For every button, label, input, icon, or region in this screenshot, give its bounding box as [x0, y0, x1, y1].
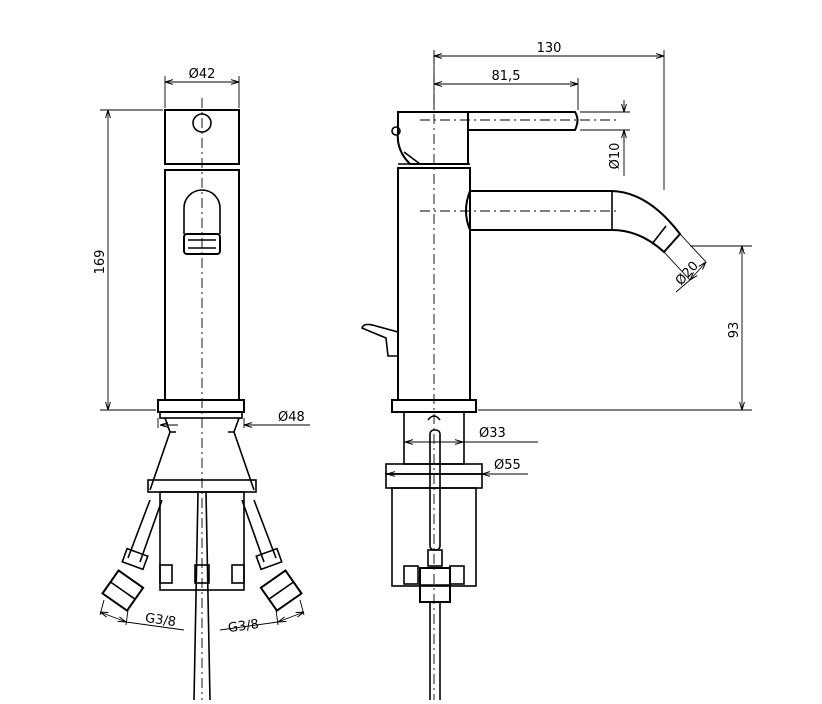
- dim-shank-diameter: Ø33: [479, 426, 506, 441]
- side-view: 130 81,5 Ø10 Ø20 93 Ø33 Ø55: [361, 41, 752, 700]
- front-mounting-nut: [159, 491, 245, 591]
- front-base-seal: [159, 411, 243, 419]
- dim-lever-length: 81,5: [492, 69, 521, 84]
- dim-thread-right: G3/8: [227, 617, 260, 636]
- front-view: Ø42 169 Ø48 G3/8 G3/8: [93, 67, 310, 701]
- side-lever-arm: [468, 111, 579, 131]
- side-hex-nut: [419, 567, 451, 603]
- dim-spout-height: 93: [727, 322, 742, 339]
- dim-height: 169: [93, 250, 108, 275]
- side-spout: [470, 190, 682, 254]
- side-mounting-nut: [391, 487, 477, 587]
- front-spout-opening: [183, 189, 221, 234]
- front-base-ring: [157, 399, 245, 413]
- dim-base-diameter: Ø48: [278, 410, 305, 425]
- dim-thread-left: G3/8: [144, 611, 177, 630]
- dim-spout-diameter: Ø20: [673, 259, 702, 289]
- side-popup-rod: [361, 323, 399, 357]
- dim-total-length: 130: [537, 41, 562, 56]
- dim-top-diameter: Ø42: [189, 67, 216, 82]
- front-aerator: [183, 233, 221, 255]
- dim-nut-diameter: Ø55: [494, 458, 521, 473]
- front-hose-right: [241, 499, 277, 563]
- front-hose-left: [127, 499, 163, 563]
- front-hex-nut-left: [101, 569, 145, 613]
- dim-lever-diameter: Ø10: [608, 143, 623, 170]
- front-handle-hole: [192, 113, 212, 133]
- front-hex-nut-right: [259, 569, 303, 613]
